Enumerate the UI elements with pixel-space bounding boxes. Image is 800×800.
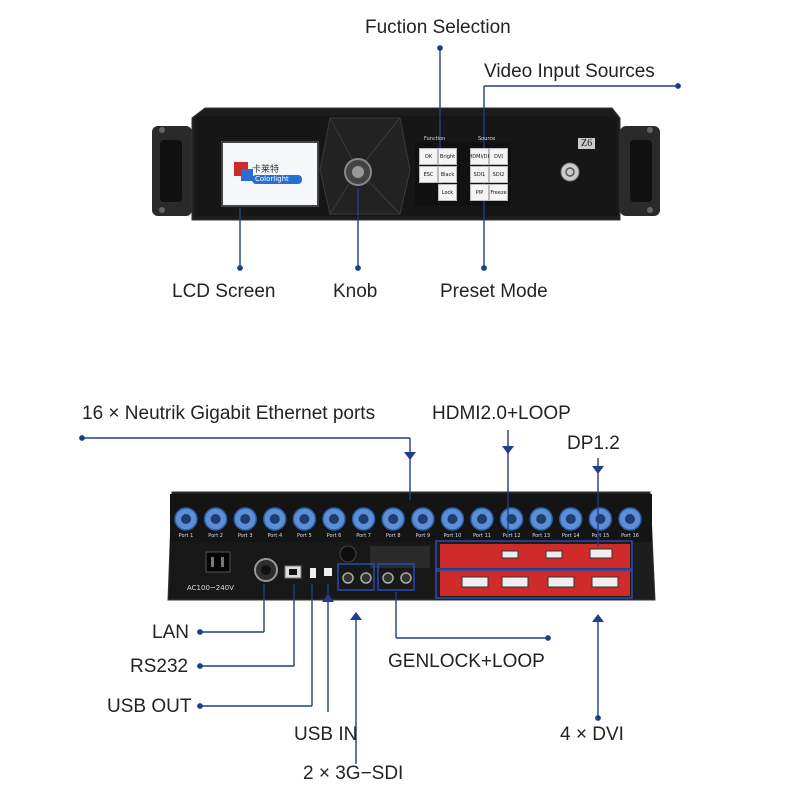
power-socket xyxy=(205,551,231,573)
usb-in-label: USB IN xyxy=(294,724,358,745)
ethernet-port-socket xyxy=(447,514,458,524)
usb-out-label: USB OUT xyxy=(107,696,192,717)
ethernet-port-label: Port 15 xyxy=(591,533,609,539)
ethernet-port-label: Port 11 xyxy=(473,533,491,539)
bright-button[interactable]: Bright xyxy=(438,148,457,165)
ethernet-port-socket xyxy=(358,514,369,524)
ethernet-port-label: Port 6 xyxy=(327,533,342,539)
sdi-label: 2 × 3G−SDI xyxy=(303,763,404,784)
preset-mode-label: Preset Mode xyxy=(440,281,548,302)
usb-in-port[interactable] xyxy=(324,568,332,576)
ethernet-port-socket xyxy=(565,514,576,524)
freeze-button[interactable]: Freeze xyxy=(489,184,508,201)
ethernet-port-row: Port 1 Port 2 Port 3 Port 4 Port 5 Port 6 Port… xyxy=(174,507,642,539)
ethernet-port-label: Port 14 xyxy=(562,533,580,539)
usb-out-port[interactable] xyxy=(310,568,316,578)
source-group-label: Source xyxy=(478,136,496,142)
ethernet-port-label: Port 5 xyxy=(297,533,312,539)
ethernet-ports-label: 16 × Neutrik Gigabit Ethernet ports xyxy=(82,403,376,424)
ok-button[interactable]: OK xyxy=(419,148,438,165)
ethernet-port-label: Port 3 xyxy=(238,533,253,539)
ethernet-port-socket xyxy=(417,514,428,524)
lcd-logo-en: Colorlight xyxy=(255,175,289,183)
ethernet-port-socket xyxy=(210,514,221,524)
ethernet-port-socket xyxy=(536,514,547,524)
ethernet-port-socket xyxy=(329,514,339,524)
ethernet-port-socket xyxy=(595,514,606,524)
ethernet-port-label: Port 4 xyxy=(267,533,282,539)
ethernet-port-label: Port 12 xyxy=(503,533,521,539)
ethernet-port-socket xyxy=(625,514,635,524)
ethernet-port-label: Port 8 xyxy=(386,533,401,539)
function-selection-label: Fuction Selection xyxy=(365,17,511,38)
sdi1-button[interactable]: SDI1 xyxy=(470,166,489,183)
ethernet-port-label: Port 9 xyxy=(415,533,430,539)
pip-button[interactable]: PIP xyxy=(470,184,489,201)
ethernet-port-label: Port 2 xyxy=(208,533,223,539)
ethernet-port-label: Port 16 xyxy=(621,533,639,539)
genlock-bnc-loop[interactable] xyxy=(400,572,412,584)
sdi-bnc-2[interactable] xyxy=(360,572,372,584)
function-group-label: Function xyxy=(424,136,446,142)
genlock-bnc-in[interactable] xyxy=(382,572,394,584)
dvi-button[interactable]: DVI xyxy=(489,148,508,165)
esc-button[interactable]: ESC xyxy=(419,166,438,183)
sdi2-button[interactable]: SDI2 xyxy=(489,166,508,183)
sdi-bnc-1[interactable] xyxy=(342,572,354,584)
rs232-label: RS232 xyxy=(130,656,189,677)
model-label: Z6 xyxy=(578,138,596,149)
power-label: AC100~240V xyxy=(187,584,234,592)
ethernet-port-socket xyxy=(240,514,251,524)
black-button[interactable]: Black xyxy=(438,166,457,183)
ethernet-port-label: Port 10 xyxy=(443,533,461,539)
ethernet-port-label: Port 1 xyxy=(179,533,194,539)
knob-label: Knob xyxy=(333,281,378,302)
ethernet-port-socket xyxy=(506,514,517,524)
ethernet-port-socket xyxy=(269,514,280,524)
ethernet-port-socket xyxy=(181,514,191,524)
lcd-logo-cn: 卡莱特 xyxy=(252,165,280,175)
ethernet-port-socket xyxy=(388,514,399,524)
ethernet-port-label: Port 7 xyxy=(356,533,371,539)
ethernet-port-socket xyxy=(299,514,310,524)
power-button[interactable] xyxy=(560,162,580,182)
ethernet-port-label: Port 13 xyxy=(532,533,550,539)
hdmi-label: HDMI2.0+LOOP xyxy=(432,403,571,424)
lcd-screen-label: LCD Screen xyxy=(172,281,276,302)
hdmi-dp-button[interactable]: HDMI/DP xyxy=(469,148,490,165)
dp-label: DP1.2 xyxy=(567,433,620,454)
video-input-sources-label: Video Input Sources xyxy=(484,61,655,82)
dp-port[interactable] xyxy=(589,548,613,559)
dvi-label: 4 × DVI xyxy=(560,724,624,745)
genlock-label: GENLOCK+LOOP xyxy=(388,651,545,672)
ethernet-port-socket xyxy=(477,514,487,524)
lan-label: LAN xyxy=(152,622,189,643)
lock-button[interactable]: Lock xyxy=(438,184,457,201)
